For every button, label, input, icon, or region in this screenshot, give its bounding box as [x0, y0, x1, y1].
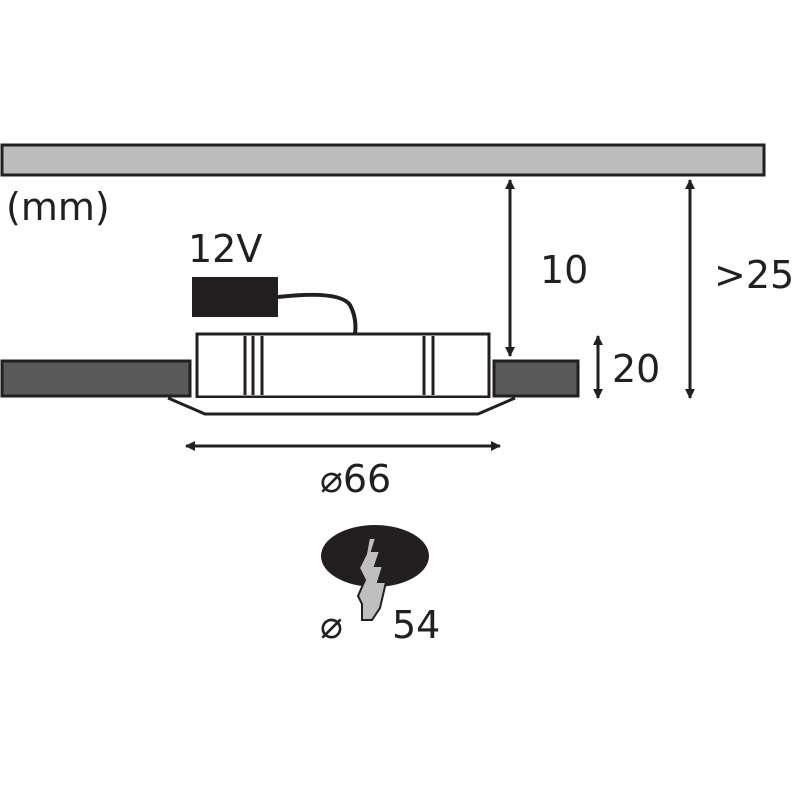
ceiling-board [0, 143, 766, 177]
min-depth-label: >25 [714, 253, 794, 297]
connector-block [192, 277, 278, 317]
panel-left [0, 359, 192, 398]
units-label: (mm) [6, 185, 110, 229]
panel-right [492, 359, 580, 398]
height-label: 20 [612, 347, 660, 391]
lamp-housing [195, 332, 491, 399]
ceiling-gap-label: 10 [540, 248, 588, 292]
outer-diameter-label: ⌀66 [320, 457, 391, 501]
lamp-flange [167, 396, 516, 416]
hole-saw-icon [356, 537, 388, 621]
voltage-label: 12V [188, 227, 262, 271]
cutout-diameter-symbol: ⌀ [320, 603, 343, 647]
cutout-diameter-value: 54 [392, 603, 440, 647]
power-cable [277, 292, 358, 335]
